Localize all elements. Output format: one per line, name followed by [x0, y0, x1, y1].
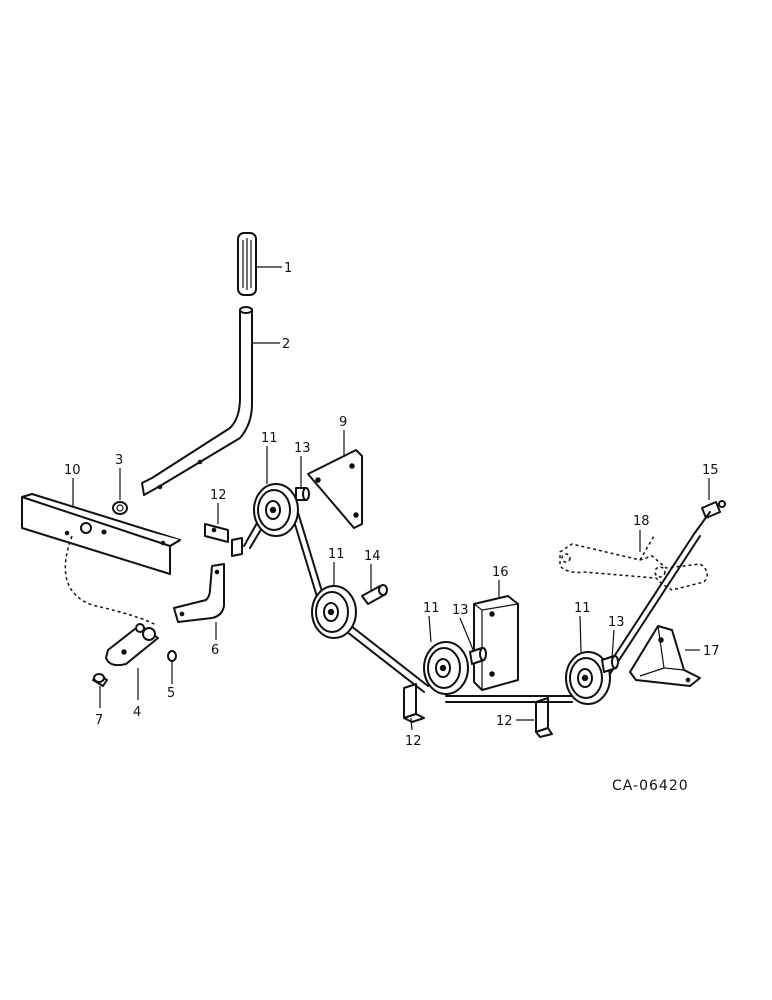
- part-11-pulley-3: [423, 641, 469, 695]
- callout-6: 6: [211, 643, 219, 658]
- part-13-spacer-upper: [295, 487, 310, 501]
- callout-12-a: 12: [210, 488, 227, 503]
- callout-11-b: 11: [328, 547, 345, 562]
- callout-12-b: 12: [405, 734, 422, 749]
- part-1-handle-grip: [237, 232, 257, 296]
- callout-7: 7: [95, 713, 103, 728]
- callout-10: 10: [64, 463, 81, 478]
- part-2-lever-rod: [141, 306, 253, 496]
- leader-lines: [72, 266, 710, 731]
- callout-11-c: 11: [423, 601, 440, 616]
- callout-3: 3: [115, 453, 123, 468]
- callout-17: 17: [703, 644, 720, 659]
- callout-13-c: 13: [608, 615, 625, 630]
- callout-11-a: 11: [261, 431, 278, 446]
- part-17-foot-bracket: [629, 625, 701, 687]
- callout-labels: 1 2 3 4 5 6 7 9 10 11 11 11 11 12 12 12 …: [64, 261, 720, 749]
- callout-12-c: 12: [496, 714, 513, 729]
- part-14-shaft: [361, 584, 388, 605]
- part-15-cable-clip: [701, 500, 726, 519]
- part-6-bent-bracket: [173, 563, 225, 623]
- part-11-pulley-2: [311, 585, 357, 639]
- callout-1: 1: [284, 261, 292, 276]
- part-11-pulley-1: [253, 483, 299, 537]
- part-12-bracket-upper: [204, 523, 243, 557]
- diagram-code: CA-06420: [612, 778, 689, 794]
- callout-13-b: 13: [452, 603, 469, 618]
- part-9-triangle-bracket: [307, 449, 363, 529]
- part-10-bracket: [21, 493, 181, 575]
- part-12-bracket-lower-right: [535, 697, 553, 738]
- callout-13-a: 13: [294, 441, 311, 456]
- callout-11-d: 11: [574, 601, 591, 616]
- callout-2: 2: [282, 337, 290, 352]
- part-18-phantom-linkage: [559, 535, 708, 591]
- callout-5: 5: [167, 686, 175, 701]
- part-7-cylinder-pin: [92, 673, 108, 687]
- part-4-clevis: [105, 623, 159, 667]
- callout-9: 9: [339, 415, 347, 430]
- part-13-spacer-right: [601, 655, 619, 673]
- part-12-bracket-lower-left: [403, 683, 425, 723]
- callout-18: 18: [633, 514, 650, 529]
- part-5-pin: [167, 650, 177, 662]
- callout-15: 15: [702, 463, 719, 478]
- callout-16: 16: [492, 565, 509, 580]
- part-16-angle-plate: [473, 595, 519, 691]
- part-3-nut: [112, 501, 128, 515]
- callout-14: 14: [364, 549, 381, 564]
- control-cable-short: [64, 535, 157, 626]
- callout-4: 4: [133, 705, 141, 720]
- part-11-pulley-4: [565, 651, 611, 705]
